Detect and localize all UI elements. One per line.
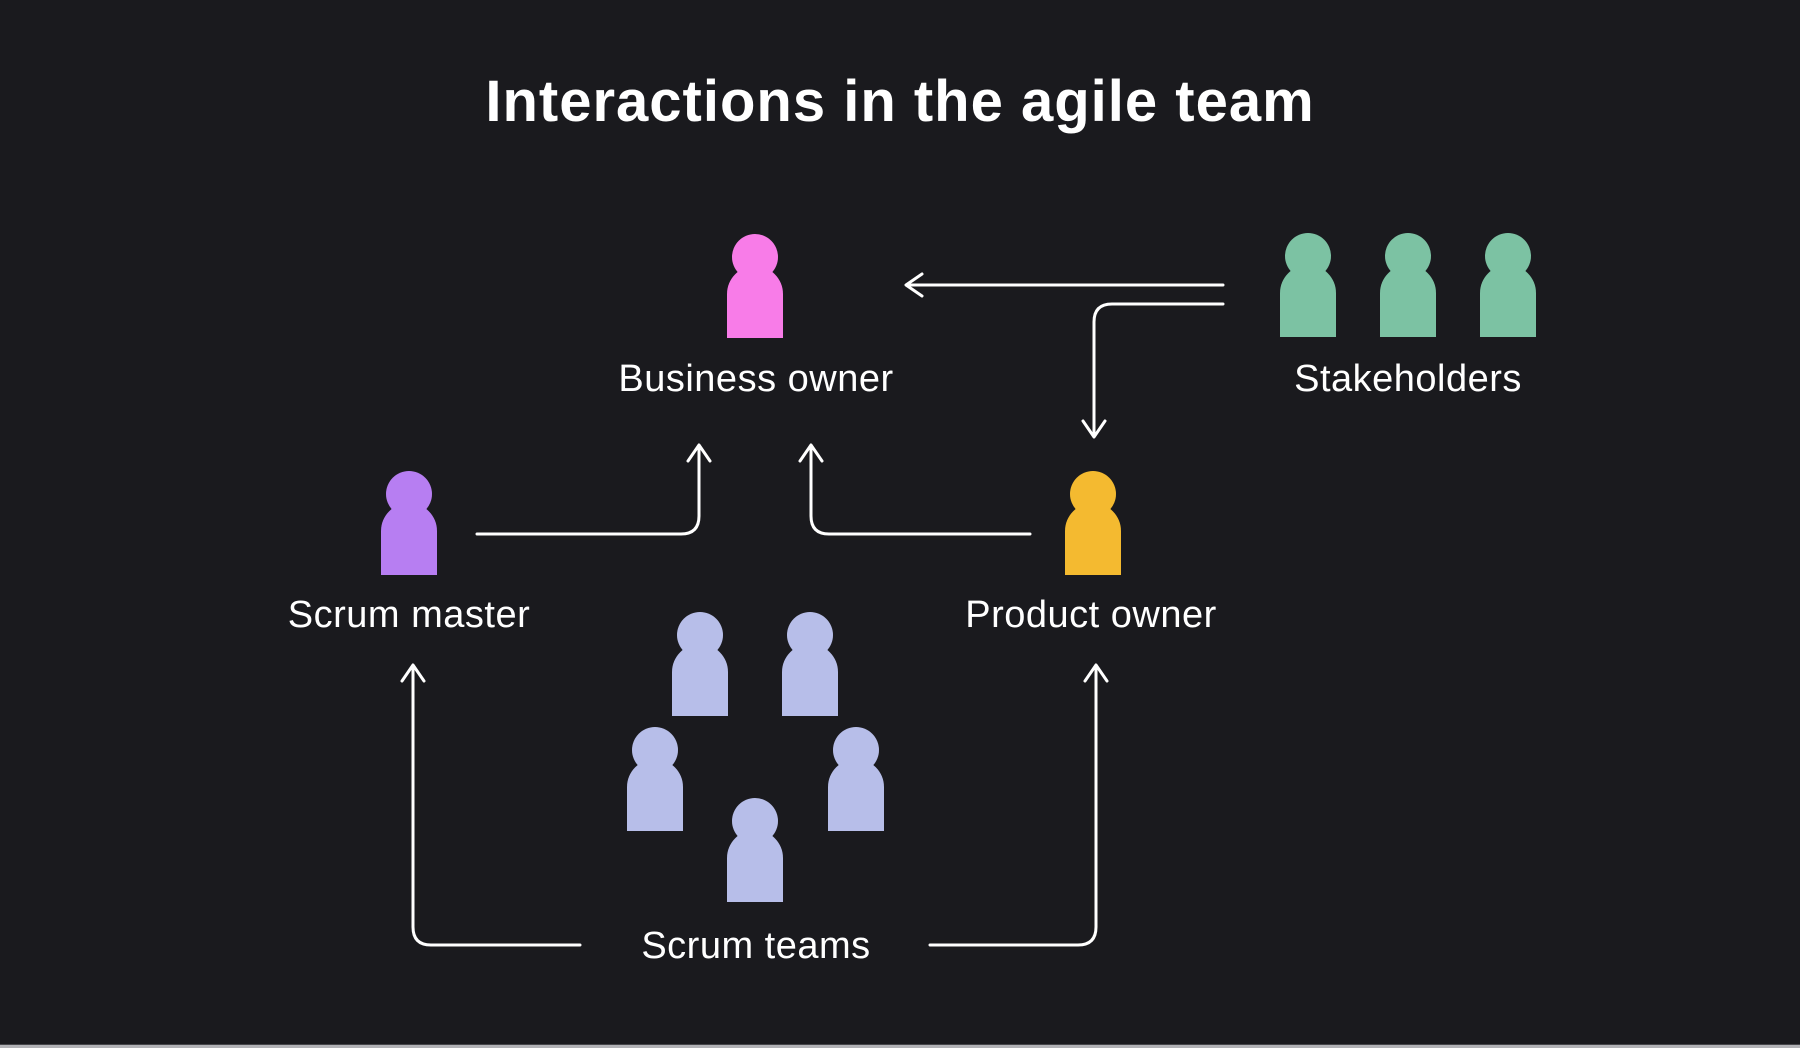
person-icon-stakeholder-1: [1280, 233, 1336, 337]
arrow-scrum-master-to-business-owner: [475, 443, 712, 536]
label-product-owner: Product owner: [965, 594, 1217, 636]
bottom-edge-strip: [0, 1044, 1800, 1048]
person-icon-scrum-team-5: [727, 798, 783, 902]
person-icon-business-owner: [727, 234, 783, 338]
person-icon-stakeholder-2: [1380, 233, 1436, 337]
diagram-title: Interactions in the agile team: [485, 69, 1315, 134]
arrow-stakeholders-to-product-owner: [1081, 302, 1225, 439]
person-icon-stakeholder-3: [1480, 233, 1536, 337]
person-icon-product-owner: [1065, 471, 1121, 575]
label-business-owner: Business owner: [618, 358, 894, 400]
label-scrum-teams: Scrum teams: [641, 925, 871, 967]
person-icon-scrum-team-4: [828, 727, 884, 831]
arrow-scrum-teams-to-scrum-master: [400, 663, 582, 947]
label-stakeholders: Stakeholders: [1294, 358, 1522, 400]
person-icon-scrum-team-1: [672, 612, 728, 716]
person-icon-scrum-team-3: [627, 727, 683, 831]
person-icon-scrum-team-2: [782, 612, 838, 716]
label-scrum-master: Scrum master: [287, 594, 531, 636]
arrow-stakeholders-to-business-owner: [904, 272, 1225, 298]
arrow-product-owner-to-business-owner: [798, 443, 1032, 536]
arrow-scrum-teams-to-product-owner: [928, 663, 1109, 947]
person-icon-scrum-master: [381, 471, 437, 575]
